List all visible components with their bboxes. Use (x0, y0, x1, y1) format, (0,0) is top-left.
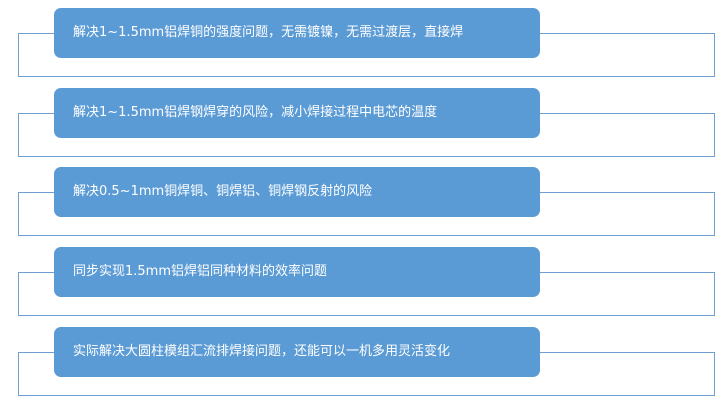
list-item: 解决1~1.5mm铝焊钢焊穿的风险，减小焊接过程中电芯的温度 (0, 88, 723, 178)
list-item: 实际解决大圆柱模组汇流排焊接问题，还能可以一机多用灵活变化 (0, 327, 723, 417)
item-box: 同步实现1.5mm铝焊铝同种材料的效率问题 (54, 247, 540, 297)
item-box: 解决1~1.5mm铝焊钢焊穿的风险，减小焊接过程中电芯的温度 (54, 88, 540, 138)
list-item: 解决0.5~1mm铜焊铜、铜焊铝、铜焊钢反射的风险 (0, 167, 723, 257)
item-box: 实际解决大圆柱模组汇流排焊接问题，还能可以一机多用灵活变化 (54, 327, 540, 377)
list-item: 解决1~1.5mm铝焊铜的强度问题，无需镀镍，无需过渡层，直接焊 (0, 8, 723, 98)
item-box: 解决1~1.5mm铝焊铜的强度问题，无需镀镍，无需过渡层，直接焊 (54, 8, 540, 58)
list-item: 同步实现1.5mm铝焊铝同种材料的效率问题 (0, 247, 723, 337)
item-box: 解决0.5~1mm铜焊铜、铜焊铝、铜焊钢反射的风险 (54, 167, 540, 217)
